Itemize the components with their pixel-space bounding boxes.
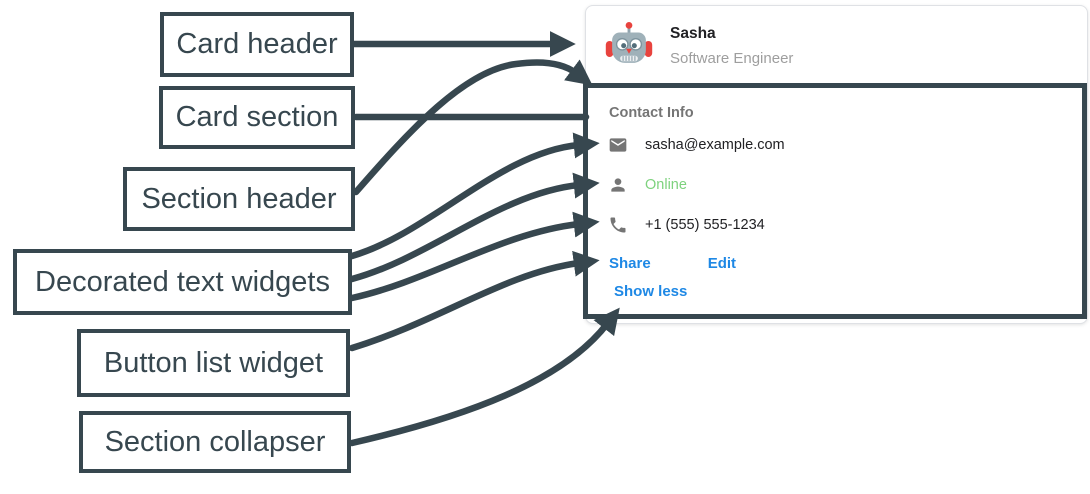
share-button[interactable]: Share (609, 255, 651, 272)
phone-row: +1 (555) 555-1234 (608, 213, 765, 237)
email-row: sasha@example.com (608, 133, 785, 157)
label-decorated-text-widgets: Decorated text widgets (13, 249, 352, 315)
card-header: Sasha Software Engineer (586, 6, 1087, 86)
card-header-text: Sasha Software Engineer (670, 25, 793, 67)
edit-button[interactable]: Edit (707, 255, 737, 272)
label-section-collapser: Section collapser (79, 411, 351, 473)
decorated-text-arrow-phone (348, 211, 600, 302)
robot-avatar-icon (605, 21, 653, 63)
button-list: Share Edit (609, 255, 736, 272)
person-name: Sasha (670, 25, 716, 42)
label-card-section: Card section (159, 86, 355, 149)
email-text: sasha@example.com (645, 137, 785, 153)
label-card-header: Card header (160, 12, 354, 77)
person-title: Software Engineer (670, 50, 794, 67)
status-row: Online (608, 173, 687, 197)
section-collapser-arrow (348, 307, 620, 447)
status-text: Online (645, 177, 687, 193)
decorated-text-arrow-email (348, 132, 600, 260)
button-list-arrow (348, 250, 600, 352)
section-collapser-link[interactable]: Show less (614, 283, 688, 300)
phone-text: +1 (555) 555-1234 (645, 217, 765, 233)
label-button-list-widget: Button list widget (77, 329, 350, 397)
label-section-header: Section header (123, 167, 355, 231)
section-header-arrow (352, 59, 593, 196)
decorated-text-arrow-status (348, 172, 600, 283)
phone-icon (610, 217, 626, 233)
email-icon (609, 138, 627, 152)
card-section-highlight-outline (583, 83, 1087, 319)
person-icon (611, 178, 625, 192)
contact-card: Sasha Software Engineer Contact Info sas… (585, 5, 1088, 324)
section-header-title: Contact Info (609, 105, 694, 121)
